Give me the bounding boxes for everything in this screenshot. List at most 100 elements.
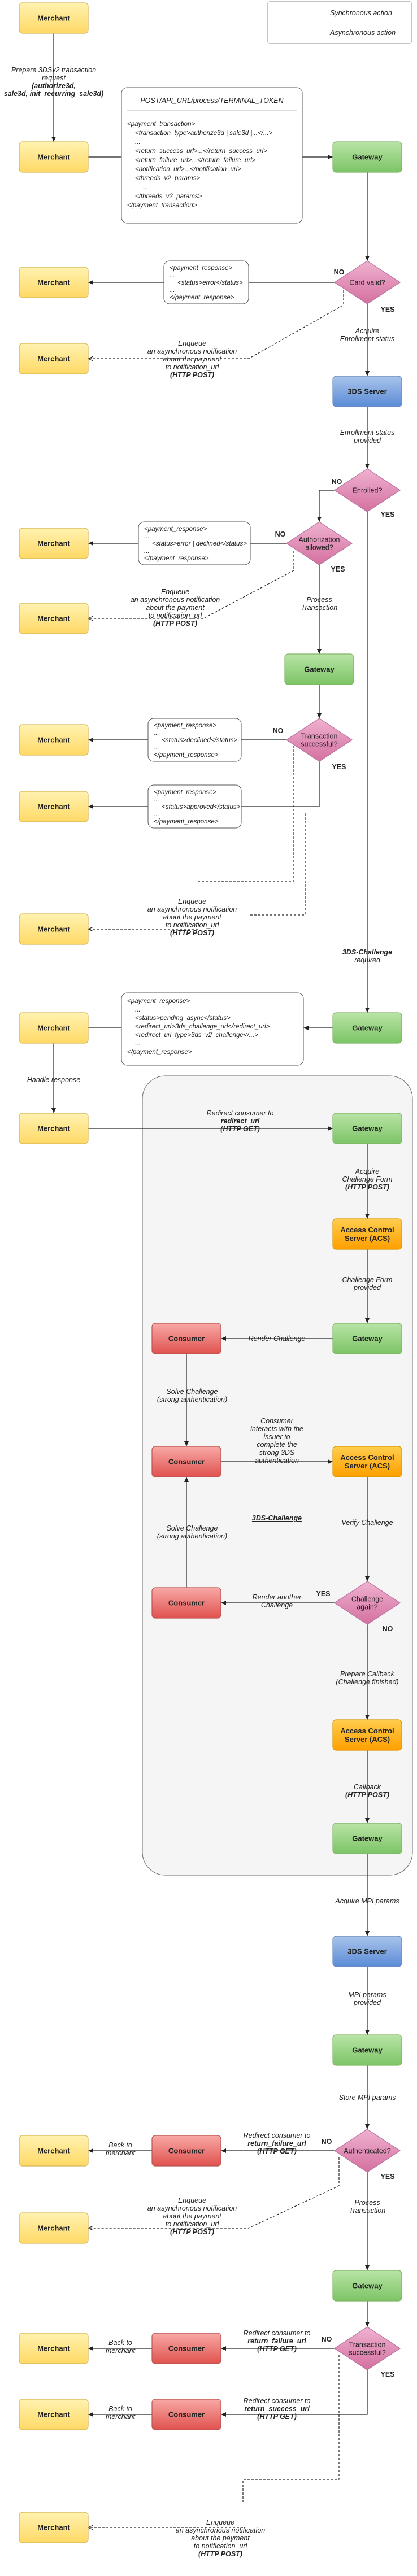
- enrolled-yes: YES: [380, 511, 394, 518]
- challenge-again-yes: YES: [316, 1590, 330, 1598]
- tx-success-1-no: NO: [273, 727, 284, 735]
- gateway-callback-label: Gateway: [352, 1834, 383, 1843]
- legend-sync-label: Synchronous action: [330, 9, 392, 17]
- verify-challenge-label: Verify Challenge: [341, 1519, 393, 1527]
- server-3ds-enrollment-label: 3DS Server: [348, 387, 386, 396]
- merchant-async-4: [19, 2212, 89, 2244]
- card-valid-yes: YES: [380, 306, 394, 313]
- pending-response-text: <payment_response>...<status>pending_asy…: [127, 998, 270, 1056]
- merchant-redirect-label: Merchant: [37, 1124, 70, 1133]
- authenticated-no: NO: [322, 2138, 332, 2146]
- consumer-auth-failure-label: Consumer: [168, 2147, 205, 2155]
- 3ds-challenge-group-label: 3DS-Challenge: [252, 1514, 302, 1522]
- authenticated-yes: YES: [380, 2173, 394, 2181]
- approved-response: [147, 784, 242, 829]
- legend-box: [267, 1, 412, 44]
- render-challenge-label: Render Challenge: [249, 1335, 306, 1343]
- merchant-async-4-label: Merchant: [37, 2224, 70, 2233]
- consumer-render-label: Consumer: [168, 1335, 205, 1343]
- consumer-interact-label: Consumer: [168, 1458, 205, 1466]
- consumer-interact: [151, 1446, 221, 1477]
- gateway-process-1-label: Gateway: [304, 665, 335, 674]
- merchant-async-2: [19, 603, 89, 634]
- merchant-async-5-label: Merchant: [37, 2523, 70, 2532]
- gateway-receive: [332, 141, 402, 173]
- error-response-1-text: <payment_response>...<status>error</stat…: [170, 265, 243, 301]
- gateway-render-label: Gateway: [352, 1335, 383, 1343]
- merchant-start-label: Merchant: [37, 14, 70, 23]
- error-response-1: [163, 260, 249, 304]
- solve-challenge-1-label: Solve Challenge(strong authentication): [157, 1388, 227, 1403]
- 3ds-challenge-group: [142, 1075, 413, 1876]
- merchant-async-2-label: Merchant: [37, 614, 70, 623]
- merchant-send: [19, 141, 89, 173]
- e-enrolled-no: [317, 490, 335, 522]
- challenge-again-no: NO: [383, 1625, 393, 1633]
- gateway-receive-label: Gateway: [352, 153, 383, 162]
- e-auth-no-async: [88, 551, 294, 618]
- auth-allowed-decision: [285, 521, 353, 565]
- merchant-approved: [19, 791, 89, 822]
- gateway-challenge-start: [332, 1113, 402, 1144]
- error-declined-response: [138, 521, 251, 565]
- declined-response-text: <payment_response>...<status>declined</s…: [154, 722, 238, 759]
- challenge-again-decision: [333, 1581, 401, 1625]
- acs-callback: [332, 1719, 402, 1751]
- e-tx2-yes: [221, 2370, 368, 2417]
- merchant-async-1: [19, 343, 89, 374]
- gateway-mpi-label: Gateway: [352, 2046, 383, 2055]
- approved-response-text: <payment_response>...<status>approved</s…: [154, 789, 241, 825]
- server-3ds-mpi: [332, 1936, 402, 1967]
- acs-interact: [332, 1446, 402, 1477]
- gateway-process-2: [332, 2270, 402, 2302]
- request-note: [121, 87, 303, 224]
- handle-response-label: Handle response: [27, 1076, 81, 1084]
- gateway-challenge-start-label: Gateway: [352, 1124, 383, 1133]
- merchant-tx-success-label: Merchant: [37, 2411, 70, 2419]
- gateway-mpi: [332, 2034, 402, 2066]
- merchant-redirect: [19, 1113, 89, 1144]
- store-mpi-label: Store MPI params: [339, 2094, 396, 2102]
- card-valid-no: NO: [334, 268, 345, 276]
- merchant-declined: [19, 724, 89, 756]
- pending-response: [121, 992, 304, 1066]
- merchant-card-error: [19, 267, 89, 298]
- gateway-callback: [332, 1823, 402, 1854]
- consumer-tx-failure: [151, 2333, 221, 2364]
- merchant-tx-success: [19, 2399, 89, 2430]
- merchant-start: [19, 2, 89, 34]
- merchant-auth-failure-label: Merchant: [37, 2147, 70, 2155]
- merchant-async-5: [19, 2512, 89, 2543]
- authenticated-decision: [333, 2129, 401, 2173]
- acs-challenge-form: [332, 1218, 402, 1250]
- merchant-auth-failure: [19, 2135, 89, 2167]
- merchant-auth-error: [19, 528, 89, 559]
- e-tx2-async-a: [242, 2355, 340, 2502]
- tx-success-2-yes: YES: [380, 2370, 394, 2378]
- endpoint-label: POST/API_URL/process/TERMINAL_TOKEN: [140, 97, 284, 104]
- merchant-declined-label: Merchant: [37, 736, 70, 744]
- gateway-render: [332, 1323, 402, 1354]
- merchant-pending: [19, 1012, 89, 1044]
- auth-allowed-no: NO: [275, 530, 286, 538]
- e-tx1-async-b: [249, 813, 306, 916]
- merchant-pending-label: Merchant: [37, 1024, 70, 1032]
